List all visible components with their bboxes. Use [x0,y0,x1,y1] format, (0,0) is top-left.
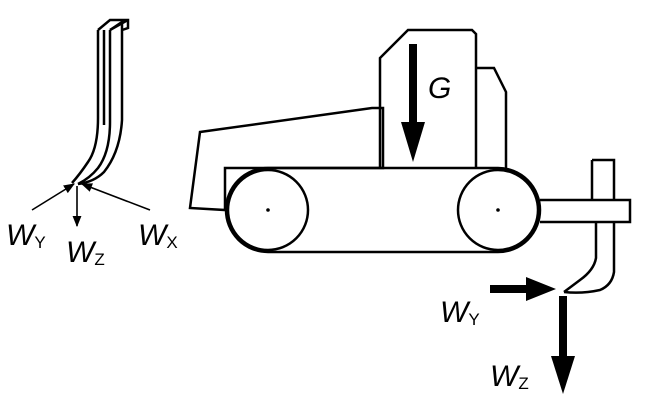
ripper-arrow-wy-shaft [490,285,530,293]
tractor [188,28,632,294]
isolated-tine [71,18,130,186]
ripper-label-wz: WZ [490,360,529,393]
ripper-shank-outline [563,158,616,294]
tractor-cab [378,28,478,168]
tine-arrow-wx [80,183,151,211]
ripper-shank-front [563,160,598,293]
tine-label-wy: WY [6,219,46,252]
gravity-label: G [428,72,451,105]
tine-force-arrows [31,183,151,228]
ripper-label-wy: WY [440,296,480,329]
tine-arrow-wy [31,183,75,211]
tractor-track [224,166,542,254]
ripper-beam [540,198,632,224]
ripper-arrow-wz-head [551,356,575,394]
tractor-rear-wheel [456,168,540,252]
gravity-arrow-head [401,122,425,162]
ripper-force-arrows [490,277,575,394]
tine-top-cap-edge [109,18,129,32]
tractor-front-blade [188,106,385,212]
tine-shank-front [71,30,100,184]
rear-wheel-hub [496,208,500,212]
ripper-arrow-wy-head [526,277,556,301]
front-wheel-hub [266,208,270,212]
tractor-front-wheel [226,168,310,252]
tine-shank-side [77,19,124,186]
tractor-cab-rear [476,66,508,168]
tine-shank-rear [77,30,112,186]
ripper-arrow-wz-shaft [559,296,567,360]
tine-label-wz: WZ [66,236,105,269]
tine-label-wx: WX [138,219,178,252]
gravity-arrow-shaft [409,44,417,124]
gravity-arrow [401,44,425,162]
